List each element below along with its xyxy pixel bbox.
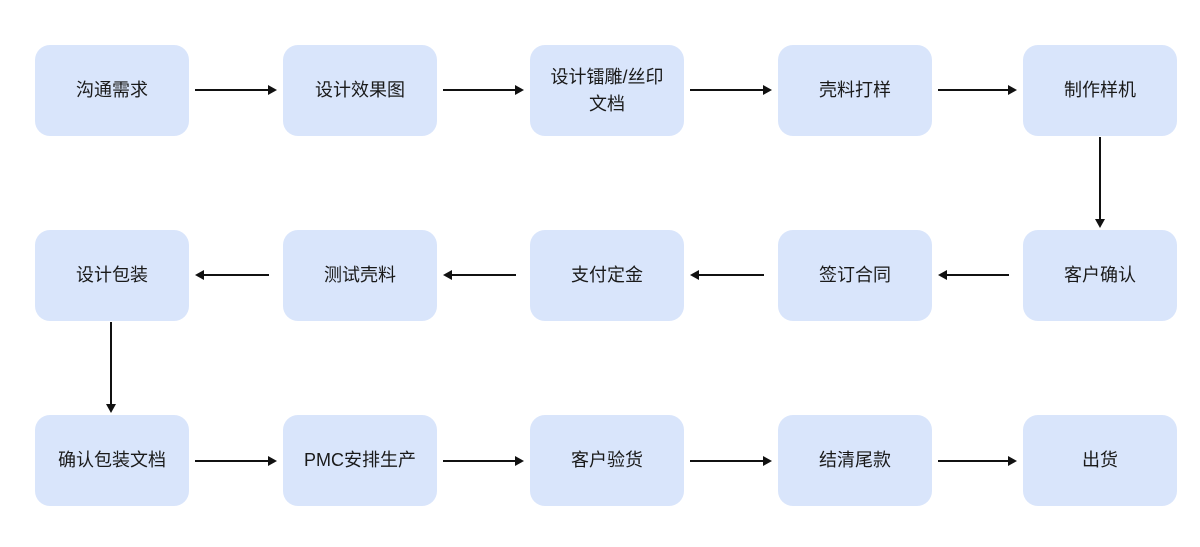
arrow-right-icon bbox=[195, 85, 277, 95]
arrow-right-icon bbox=[443, 85, 524, 95]
flow-node-ship-out: 出货 bbox=[1023, 415, 1177, 506]
arrow-right-icon bbox=[690, 85, 772, 95]
flow-node-pmc-schedule-production: PMC安排生产 bbox=[283, 415, 437, 506]
arrow-right-icon bbox=[938, 456, 1017, 466]
flow-node-confirm-packaging-docs: 确认包装文档 bbox=[35, 415, 189, 506]
flow-node-casing-sample: 壳料打样 bbox=[778, 45, 932, 136]
arrow-down-icon bbox=[106, 322, 116, 413]
flow-node-customer-confirm: 客户确认 bbox=[1023, 230, 1177, 321]
flow-node-test-casing: 测试壳料 bbox=[283, 230, 437, 321]
arrow-left-icon bbox=[195, 270, 269, 280]
arrow-left-icon bbox=[938, 270, 1009, 280]
arrow-right-icon bbox=[195, 456, 277, 466]
flow-node-design-renderings: 设计效果图 bbox=[283, 45, 437, 136]
arrow-left-icon bbox=[690, 270, 764, 280]
flow-node-pay-deposit: 支付定金 bbox=[530, 230, 684, 321]
arrow-left-icon bbox=[443, 270, 516, 280]
arrow-down-icon bbox=[1095, 137, 1105, 228]
flow-node-communicate-needs: 沟通需求 bbox=[35, 45, 189, 136]
flow-node-sign-contract: 签订合同 bbox=[778, 230, 932, 321]
flow-node-build-prototype: 制作样机 bbox=[1023, 45, 1177, 136]
flow-node-settle-balance: 结清尾款 bbox=[778, 415, 932, 506]
flow-node-customer-inspection: 客户验货 bbox=[530, 415, 684, 506]
flow-node-laser-silkscreen-docs: 设计镭雕/丝印文档 bbox=[530, 45, 684, 136]
arrow-right-icon bbox=[690, 456, 772, 466]
flow-node-design-packaging: 设计包装 bbox=[35, 230, 189, 321]
arrow-right-icon bbox=[938, 85, 1017, 95]
arrow-right-icon bbox=[443, 456, 524, 466]
